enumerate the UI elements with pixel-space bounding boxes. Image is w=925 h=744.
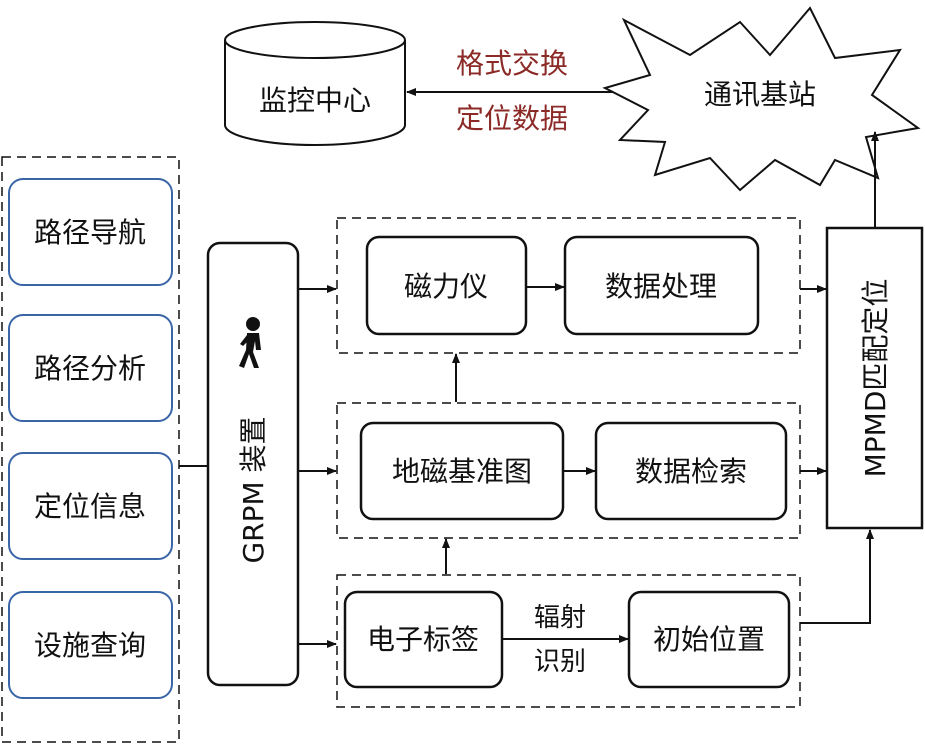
initial-position-box: 初始位置 bbox=[627, 590, 791, 689]
electronic-tag-label: 电子标签 bbox=[367, 623, 479, 656]
data-processing-box: 数据处理 bbox=[563, 235, 760, 336]
grpm-device-label: GRPM 装置 bbox=[237, 416, 270, 563]
data-retrieval-label: 数据检索 bbox=[635, 455, 747, 488]
identification-label: 识别 bbox=[534, 647, 586, 677]
communication-station-star: 通讯基站 bbox=[602, 6, 921, 192]
magnetometer-box: 磁力仪 bbox=[365, 235, 528, 336]
grpm-device-box: GRPM 装置 bbox=[206, 241, 300, 687]
electronic-tag-box: 电子标签 bbox=[343, 590, 504, 689]
geomagnetic-map-label: 地磁基准图 bbox=[392, 455, 532, 488]
mpmd-matcher-box: MPMD匹配定位 bbox=[825, 226, 924, 530]
initial-position-label: 初始位置 bbox=[653, 623, 765, 656]
arrow-row3-matcher bbox=[800, 529, 874, 624]
exchange-label-top: 格式交换 bbox=[456, 47, 568, 80]
data-processing-label: 数据处理 bbox=[605, 270, 717, 303]
left-menu-item-facility-query[interactable]: 设施查询 bbox=[8, 591, 173, 699]
left-menu-item-analysis[interactable]: 路径分析 bbox=[8, 314, 173, 422]
data-retrieval-box: 数据检索 bbox=[594, 421, 788, 521]
left-menu-item-navigation[interactable]: 路径导航 bbox=[8, 178, 173, 286]
communication-station-label: 通讯基站 bbox=[704, 78, 816, 111]
left-menu-item-label: 定位信息 bbox=[34, 490, 146, 523]
row1-group bbox=[336, 217, 801, 354]
row3-group bbox=[336, 574, 801, 708]
walking-person-icon bbox=[239, 317, 261, 368]
exchange-label-bottom: 定位数据 bbox=[456, 102, 568, 135]
left-menu-item-label: 路径分析 bbox=[34, 352, 146, 385]
left-menu-item-label: 设施查询 bbox=[34, 629, 146, 662]
left-menu-item-location-info[interactable]: 定位信息 bbox=[8, 452, 173, 560]
mpmd-matcher-label: MPMD匹配定位 bbox=[859, 279, 892, 478]
left-menu-panel bbox=[1, 156, 180, 743]
monitoring-center-label: 监控中心 bbox=[259, 84, 371, 117]
monitoring-center-cylinder: 监控中心 bbox=[224, 21, 406, 146]
left-menu-item-label: 路径导航 bbox=[34, 216, 146, 249]
geomagnetic-map-box: 地磁基准图 bbox=[359, 421, 565, 521]
magnetometer-label: 磁力仪 bbox=[404, 270, 488, 303]
radiation-label: 辐射 bbox=[534, 603, 586, 633]
